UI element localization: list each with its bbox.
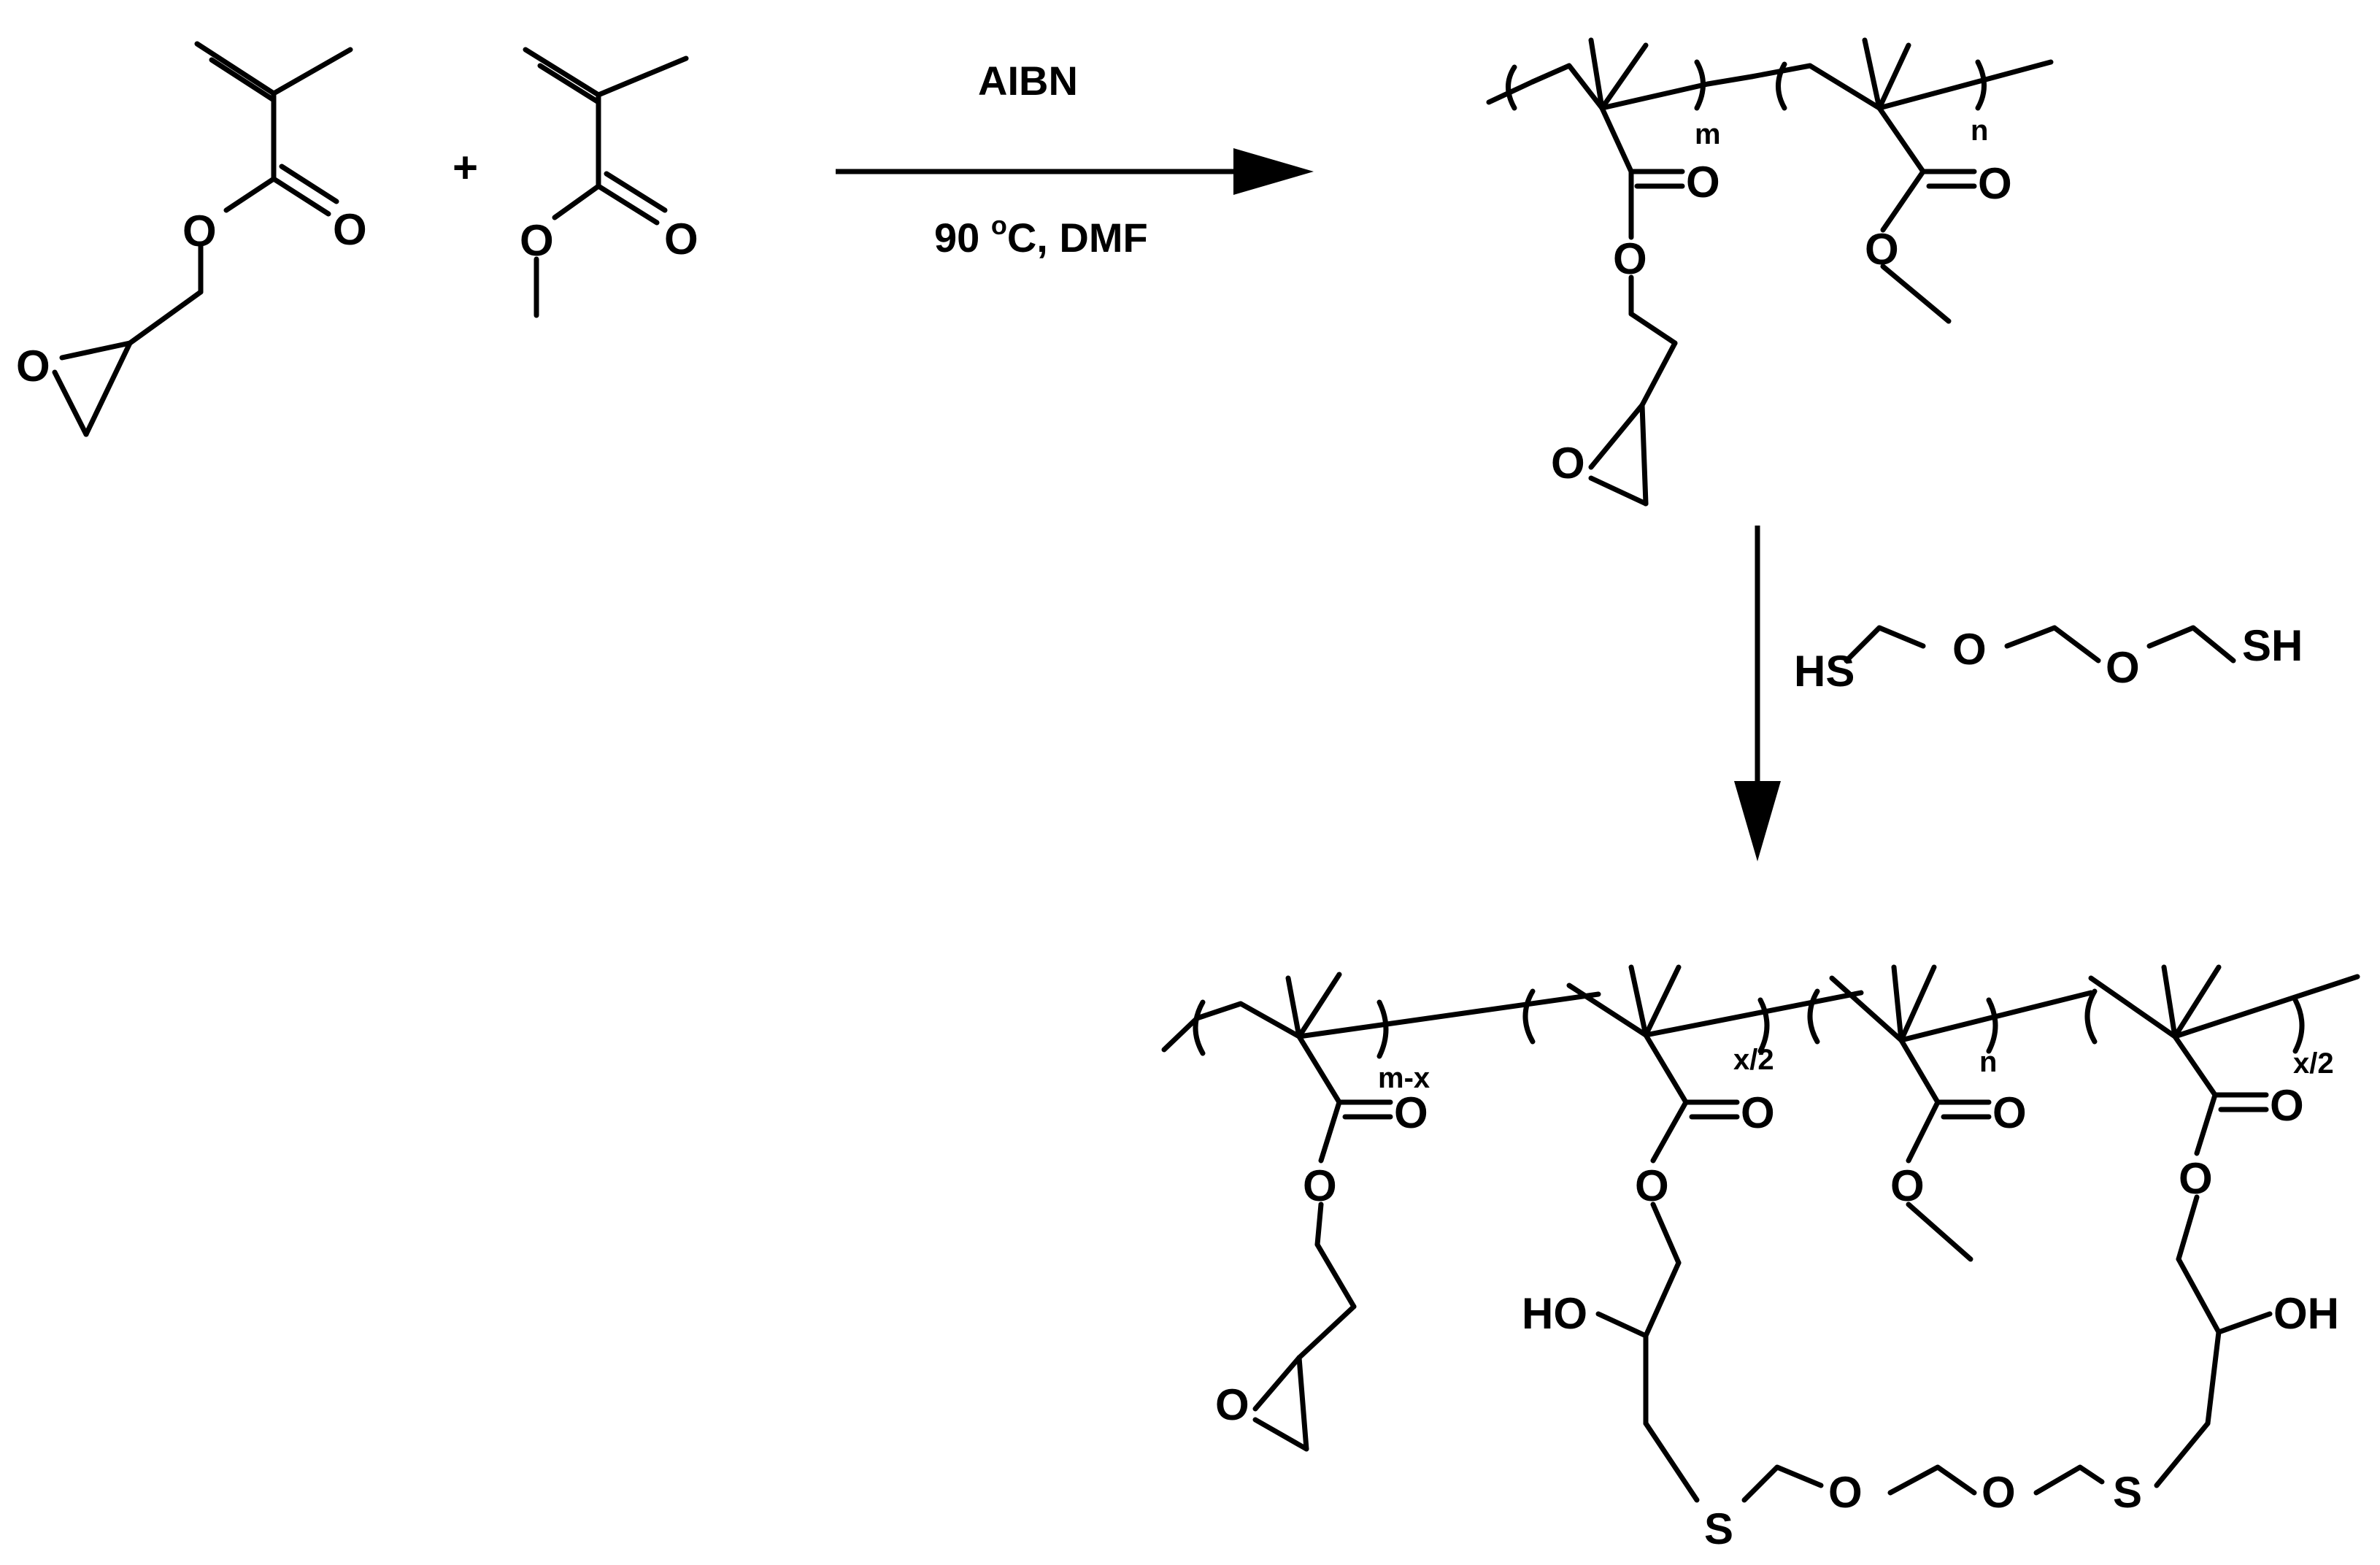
carbonyl-oxygen: O <box>2270 1081 2304 1130</box>
carbonyl-oxygen: O <box>1978 159 2012 208</box>
dithiol-crosslinker-structure: HS O O SH <box>1794 621 2303 696</box>
methyl-methacrylate-structure: O O <box>520 47 698 318</box>
thiol-group-right: SH <box>2242 621 2303 670</box>
ester-oxygen: O <box>520 216 554 265</box>
ester-oxygen: O <box>1890 1161 1925 1210</box>
ester-oxygen: O <box>1613 234 1647 283</box>
crosslinked-product-structure: m-x x/2 n x/2 O O O O O HO S O O S O O O… <box>1161 964 2360 1553</box>
carbonyl-oxygen: O <box>1394 1088 1428 1137</box>
carbonyl-oxygen: O <box>333 205 367 254</box>
glycidyl-methacrylate-structure: O O O <box>16 41 367 437</box>
carbonyl-oxygen: O <box>664 215 698 264</box>
thioether-sulfur: S <box>1704 1504 1733 1553</box>
reaction-arrow-step2 <box>1734 526 1781 861</box>
carbonyl-oxygen: O <box>1686 158 1720 207</box>
subscript-x-half: x/2 <box>1733 1044 1774 1076</box>
reagent-label: AIBN <box>978 58 1078 104</box>
subscript-n: n <box>1979 1046 1997 1078</box>
ester-oxygen: O <box>1865 225 1899 274</box>
hydroxyl-group: OH <box>2273 1289 2339 1338</box>
thiol-group-left: HS <box>1794 647 1855 696</box>
degree-symbol: o <box>991 210 1007 240</box>
conditions-rest: C, DMF <box>1007 215 1148 261</box>
carbonyl-oxygen: O <box>1741 1088 1775 1137</box>
epoxide-oxygen: O <box>1215 1380 1249 1429</box>
thioether-sulfur: S <box>2113 1468 2142 1517</box>
ether-oxygen: O <box>1982 1468 2016 1517</box>
copolymer-intermediate-structure: m n O O O O O <box>1486 37 2054 507</box>
epoxide-oxygen: O <box>1551 439 1585 488</box>
temperature-value: 90 <box>934 215 991 261</box>
ester-oxygen: O <box>1303 1161 1337 1210</box>
carbonyl-oxygen: O <box>1992 1088 2027 1137</box>
conditions-label: 90 oC, DMF <box>934 210 1148 261</box>
subscript-n: n <box>1971 115 1988 147</box>
ether-oxygen: O <box>2106 643 2140 692</box>
subscript-x-half: x/2 <box>2293 1047 2334 1080</box>
epoxide-oxygen: O <box>16 342 50 391</box>
ether-oxygen: O <box>1952 625 1987 674</box>
ether-oxygen: O <box>1828 1468 1863 1517</box>
ester-oxygen: O <box>182 207 217 255</box>
hydroxyl-group: HO <box>1522 1289 1587 1338</box>
ester-oxygen: O <box>1635 1161 1669 1210</box>
subscript-m-minus-x: m-x <box>1378 1062 1430 1094</box>
ester-oxygen: O <box>2179 1154 2213 1203</box>
plus-sign: + <box>452 143 478 192</box>
subscript-m: m <box>1695 118 1721 150</box>
reaction-arrow-step1 <box>836 148 1314 195</box>
